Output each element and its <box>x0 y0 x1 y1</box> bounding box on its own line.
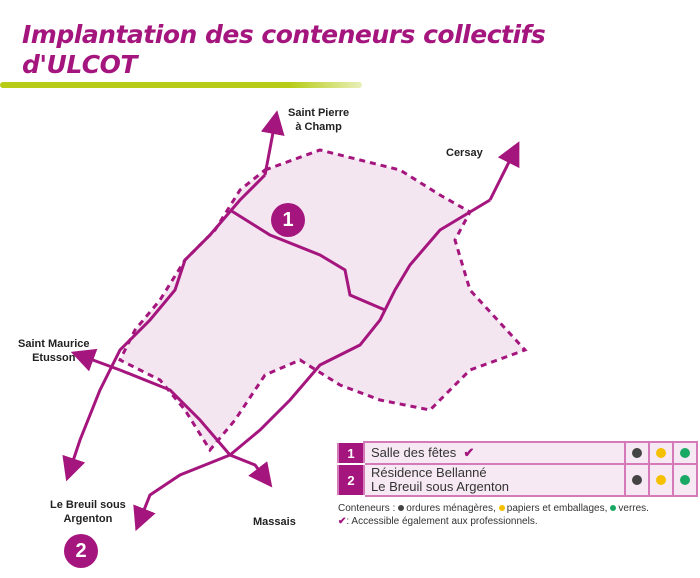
site-marker-2[interactable]: 2 <box>64 534 98 568</box>
legend-prefix: Conteneurs : <box>338 503 396 514</box>
ordures-cell <box>624 441 650 465</box>
check-icon: ✔ <box>463 445 475 460</box>
sites-table: 1 Salle des fêtes ✔ 2 Résidence Bellanné… <box>337 441 698 497</box>
check-icon: ✔ <box>338 516 347 527</box>
place-label: à Champ <box>295 121 342 133</box>
place-label: Saint Maurice <box>18 338 90 350</box>
site-name-text: Salle des fêtes <box>371 445 457 460</box>
road-to-saint-maurice <box>70 348 121 372</box>
dot-papiers-icon <box>498 504 505 511</box>
road-inner <box>229 208 386 312</box>
dot-ordures-icon <box>398 504 405 511</box>
title-line-1: Implantation des conteneurs collectifs <box>22 20 546 49</box>
dot-verres-icon <box>610 504 617 511</box>
road-to-cersay <box>488 141 520 201</box>
table-row: 1 Salle des fêtes ✔ <box>337 441 698 465</box>
legend: Conteneurs : ordures ménagères, papiers et… <box>338 502 649 528</box>
legend-pro: : Accessible également aux professionnel… <box>346 516 538 527</box>
legend-verres: verres. <box>618 503 649 514</box>
road-saint-pierre-le-breuil <box>62 173 267 482</box>
dot-ordures-icon <box>632 474 642 485</box>
site-name-text: Le Breuil sous Argenton <box>371 479 510 494</box>
site-marker-1[interactable]: 1 <box>271 203 305 237</box>
commune-boundary <box>117 148 528 453</box>
papiers-cell <box>648 441 674 465</box>
road-saint-maurice-massais <box>119 368 273 488</box>
legend-ordures: ordures ménagères, <box>406 503 496 514</box>
road-cersay-le-breuil <box>133 198 491 532</box>
place-saint-pierre: Saint Pierre à Champ <box>288 106 349 134</box>
papiers-cell <box>648 463 674 497</box>
title-underline <box>0 82 362 88</box>
verres-cell <box>672 441 698 465</box>
place-massais: Massais <box>253 516 296 528</box>
place-label: Etusson <box>32 352 76 364</box>
site-number: 2 <box>337 463 365 497</box>
place-label: Argenton <box>63 513 113 525</box>
site-name: Salle des fêtes ✔ <box>363 441 626 465</box>
dot-papiers-icon <box>656 474 666 485</box>
place-label: Saint Pierre <box>288 107 350 119</box>
verres-cell <box>672 463 698 497</box>
site-number: 1 <box>337 441 365 465</box>
legend-papiers: papiers et emballages, <box>506 503 608 514</box>
dot-ordures-icon <box>632 447 642 458</box>
dot-papiers-icon <box>656 447 666 458</box>
place-label: Le Breuil sous <box>50 499 126 511</box>
dot-verres-icon <box>680 447 690 458</box>
dot-verres-icon <box>680 474 690 485</box>
place-cersay: Cersay <box>446 147 483 159</box>
title-line-2: d'ULCOT <box>22 50 137 79</box>
road-to-saint-pierre <box>260 110 285 176</box>
site-name-text: Résidence Bellanné <box>371 465 487 480</box>
ordures-cell <box>624 463 650 497</box>
